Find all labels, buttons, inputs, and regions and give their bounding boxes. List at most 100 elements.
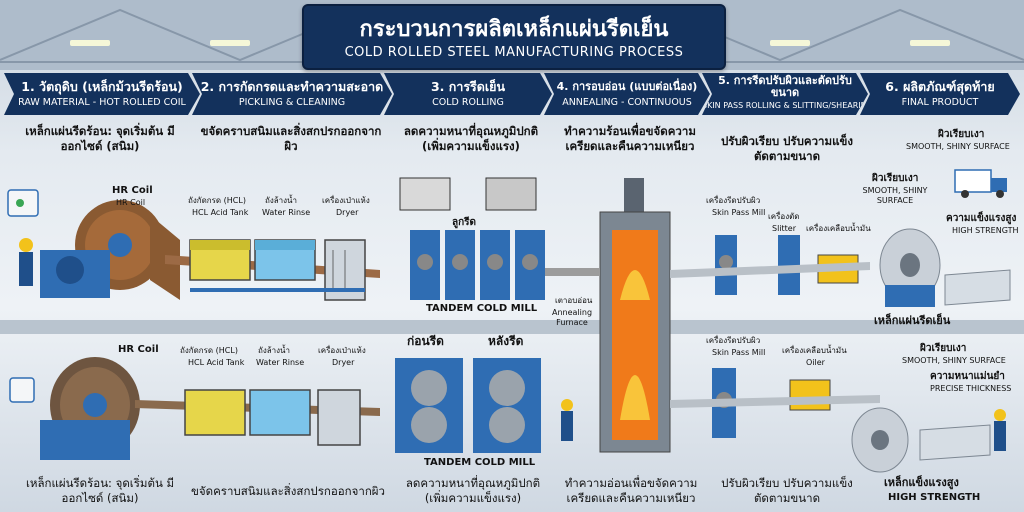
- bottom-desc-skinpass: ปรับผิวเรียบ ปรับความแข็ง ตัดตามขนาด: [721, 476, 853, 505]
- mid-floor: [0, 320, 1024, 334]
- label-hr-coil-en: HR Coil: [116, 198, 146, 207]
- step-4-header: 4. การอบอ่อน (แบบต่อเนื่อง) ANNEALING - …: [544, 73, 710, 115]
- strip-skinpass-top: [670, 262, 870, 278]
- bottom-desc-pickling: ขจัดคราบสนิมและสิ่งสกปรกออกจากผิว: [191, 484, 385, 498]
- step-1-english: RAW MATERIAL - HOT ROLLED COIL: [18, 97, 186, 108]
- label-before-roll: ก่อนรีด: [407, 334, 444, 348]
- step-5-english: SKIN PASS ROLLING & SLITTING/SHEARING: [702, 101, 873, 110]
- top-desc-skinpass: ปรับผิวเรียบ ปรับความแข็ง ตัดตามขนาด: [721, 134, 853, 163]
- label-skin-th: เครื่องรีดปรับผิว: [706, 196, 761, 205]
- label-coil-name: เหล็กแผ่นรีดเย็น: [874, 314, 951, 327]
- annealing-furnace: [599, 178, 671, 453]
- step-6-thai: 6. ผลิตภัณฑ์สุดท้าย: [885, 79, 995, 94]
- bottom-desc-rolling: ลดความหนาที่อุณหภูมิปกติ (เพิ่มความแข็งแ…: [405, 476, 541, 505]
- label-skin-en: Skin Pass Mill: [712, 208, 766, 217]
- label-roll: ลูกรีด: [452, 217, 477, 228]
- label-slitter-en: Slitter: [772, 224, 797, 233]
- worker-1: [19, 238, 33, 286]
- top-desc-raw: เหล็กแผ่นรีดร้อน: จุดเริ่มต้น มีออกไซด์ …: [25, 124, 175, 153]
- step-2-thai: 2. การกัดกรดและทำความสะอาด: [200, 79, 384, 94]
- label-tandem-bottom: TANDEM COLD MILL: [424, 457, 536, 468]
- steel-sheets-stack-bottom: [919, 424, 991, 461]
- step-3-header: 3. การรีดเย็น COLD ROLLING: [384, 73, 552, 115]
- oiler-bottom: [789, 379, 831, 411]
- label-smooth1-en: SMOOTH, SHINY SURFACE: [906, 142, 1010, 151]
- strip-to-furnace-top: [545, 268, 600, 276]
- label-rinse-en: Water Rinse: [262, 208, 311, 217]
- label-smooth2-th: ผิวเรียบเงา: [872, 173, 919, 184]
- label-strength-th: ความแข็งแรงสูง: [946, 213, 1017, 224]
- cold-rolled-coil: [879, 228, 941, 307]
- label-acid-th-bottom: ถังกัดกรด (HCL): [180, 346, 238, 355]
- truck-icon: [954, 169, 1007, 198]
- title-thai: กระบวนการผลิตเหล็กแผ่นรีดเย็น: [359, 17, 669, 42]
- label-furnace-th: เตาอบอ่อน: [555, 296, 593, 305]
- label-rinse-th-bottom: ถังล้างน้ำ: [258, 346, 291, 355]
- label-skin-en-bottom: Skin Pass Mill: [712, 348, 766, 357]
- step-2-header: 2. การกัดกรดและทำความสะอาด PICKLING & CL…: [192, 73, 392, 115]
- label-thick-th: ความหนาแม่นยำ: [930, 371, 1005, 382]
- label-dryer-en-bottom: Dryer: [332, 358, 355, 367]
- label-furnace-en: Annealing Furnace: [551, 308, 593, 327]
- label-smooth1-th: ผิวเรียบเงา: [938, 129, 985, 140]
- step-3-thai: 3. การรีดเย็น: [430, 79, 506, 94]
- gauge-icon: [9, 377, 35, 403]
- steel-sheets-stack: [944, 269, 1011, 306]
- title-banner: กระบวนการผลิตเหล็กแผ่นรีดเย็น COLD ROLLE…: [302, 4, 726, 70]
- step-6-header: 6. ผลิตภัณฑ์สุดท้าย FINAL PRODUCT: [860, 73, 1020, 115]
- top-desc-annealing: ทำความร้อนเพื่อขจัดความ เครียดและคืนความ…: [564, 124, 696, 153]
- top-desc-rolling: ลดความหนาที่อุณหภูมิปกติ (เพิ่มความแข็งแ…: [403, 124, 539, 153]
- label-strength2-th: เหล็กแข็งแรงสูง: [884, 476, 959, 489]
- label-smooth3-th: ผิวเรียบเงา: [920, 343, 967, 354]
- dryer-bottom: [317, 389, 361, 446]
- label-dryer-en: Dryer: [336, 208, 359, 217]
- step-1-header: 1. วัตถุดิบ (เหล็กม้วนรีดร้อน) RAW MATER…: [4, 73, 200, 115]
- grain-after-icon: [485, 177, 537, 211]
- label-hr-coil-th: HR Coil: [112, 185, 153, 196]
- step-5-header: 5. การรีดปรับผิวและตัดปรับขนาด SKIN PASS…: [702, 73, 868, 115]
- label-smooth2-en: SMOOTH, SHINY SURFACE: [862, 186, 928, 205]
- label-thick-en: PRECISE THICKNESS: [930, 384, 1012, 393]
- label-oiler-th-bottom: เครื่องเคลือบน้ำมัน: [782, 346, 847, 355]
- acid-tank-bottom: [184, 389, 246, 436]
- label-skin-th-bottom: เครื่องรีดปรับผิว: [706, 336, 761, 345]
- label-acid-en-bottom: HCL Acid Tank: [188, 358, 245, 367]
- label-tandem-top: TANDEM COLD MILL: [426, 303, 538, 314]
- hr-coil-top: [40, 200, 180, 300]
- label-oiler-th: เครื่องเคลือบน้ำมัน: [806, 224, 871, 233]
- hr-coil-bottom: [40, 357, 140, 460]
- label-oiler-en-bottom: Oiler: [806, 358, 825, 367]
- label-hr-coil-bottom: HR Coil: [118, 344, 159, 355]
- bottom-desc-raw: เหล็กแผ่นรีดร้อน: จุดเริ่มต้น มีออกไซด์ …: [25, 476, 175, 505]
- label-after-roll: หลังรีด: [488, 334, 524, 348]
- label-rinse-en-bottom: Water Rinse: [256, 358, 305, 367]
- acid-tank-top: [189, 239, 251, 281]
- grain-before-icon: [399, 177, 451, 211]
- final-coil-bottom: [851, 407, 909, 473]
- step-4-thai: 4. การอบอ่อน (แบบต่อเนื่อง): [556, 80, 698, 93]
- step-3-english: COLD ROLLING: [432, 97, 504, 108]
- step-1-thai: 1. วัตถุดิบ (เหล็กม้วนรีดร้อน): [21, 79, 183, 94]
- worker-3: [994, 409, 1006, 451]
- strip-skinpass-bottom: [670, 395, 880, 408]
- label-acid-en: HCL Acid Tank: [192, 208, 249, 217]
- tandem-mill-bottom: [395, 358, 541, 453]
- label-strength-en: HIGH STRENGTH: [952, 226, 1019, 235]
- label-smooth3-en: SMOOTH, SHINY SURFACE: [902, 356, 1006, 365]
- label-dryer-th: เครื่องเป่าแห้ง: [322, 196, 370, 205]
- tandem-mill-top: [410, 230, 545, 300]
- label-slitter-th: เครื่องตัด: [768, 212, 800, 221]
- title-english: COLD ROLLED STEEL MANUFACTURING PROCESS: [344, 45, 684, 60]
- skin-pass-mill-top: [715, 235, 800, 295]
- rinse-tank-top: [254, 239, 316, 281]
- worker-2: [561, 399, 573, 441]
- label-rinse-th: ถังล้างน้ำ: [265, 196, 298, 205]
- label-strength2-en: HIGH STRENGTH: [888, 492, 981, 503]
- label-acid-th: ถังกัดกรด (HCL): [188, 196, 246, 205]
- top-desc-pickling: ขจัดคราบสนิมและสิ่งสกปรกออกจากผิว: [200, 124, 382, 153]
- step-5-thai: 5. การรีดปรับผิวและตัดปรับขนาด: [718, 74, 852, 99]
- label-dryer-th-bottom: เครื่องเป่าแห้ง: [318, 346, 366, 355]
- rinse-tank-bottom: [249, 389, 311, 436]
